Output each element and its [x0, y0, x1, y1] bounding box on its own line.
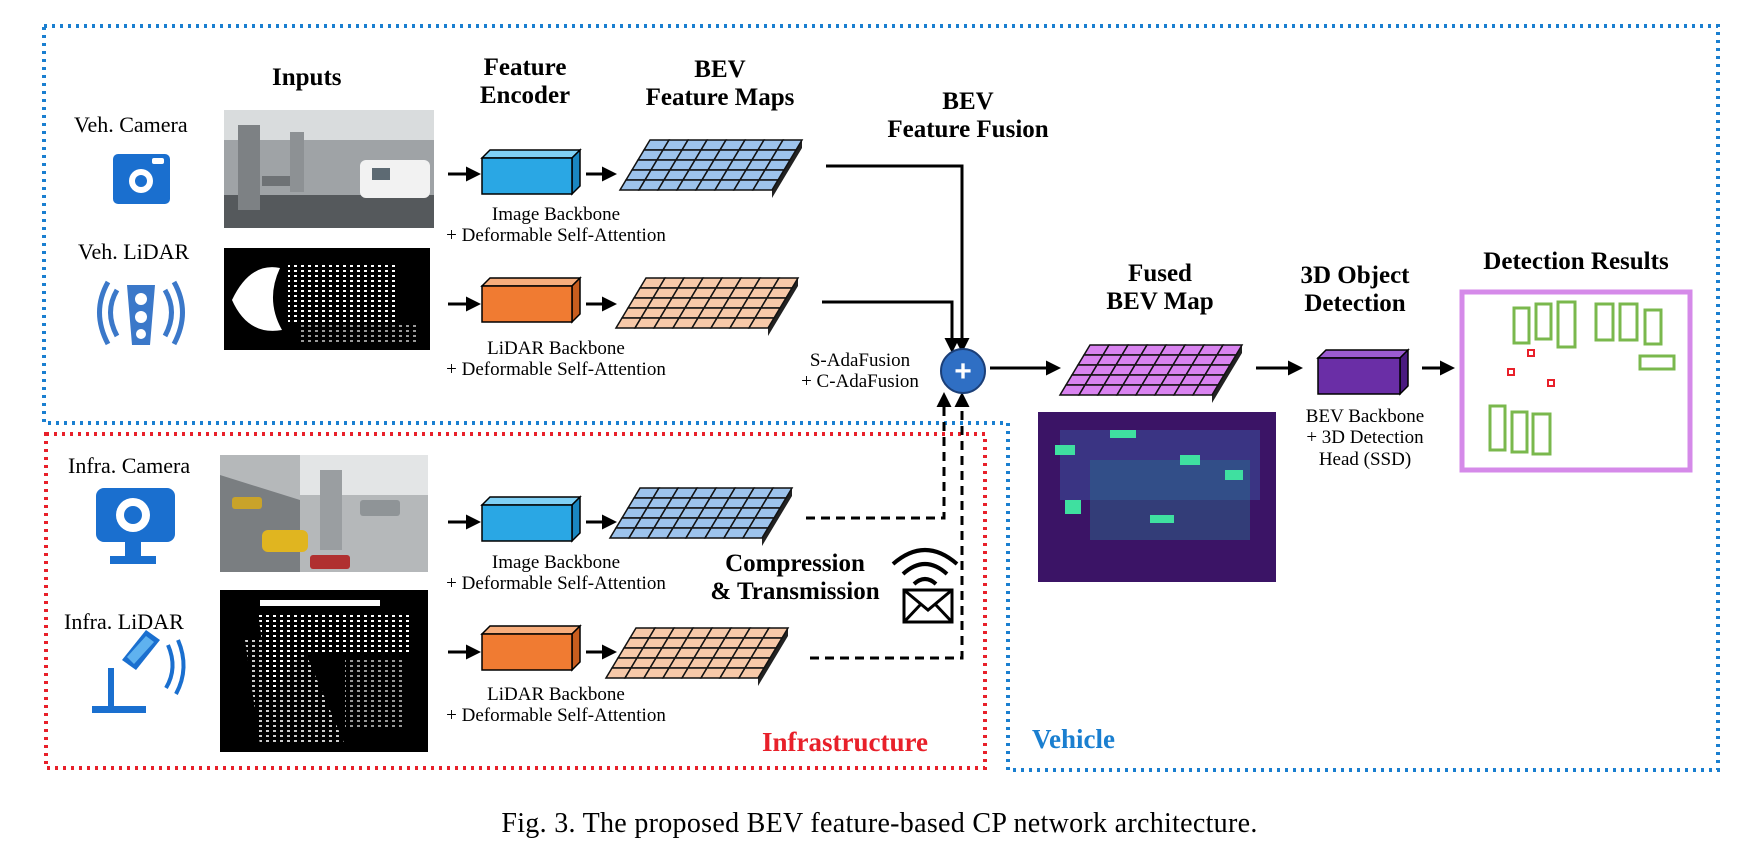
- infra-camera-label: Infra. Camera: [68, 453, 191, 478]
- veh-lidar-label: Veh. LiDAR: [78, 239, 190, 264]
- infra-lidar-label: Infra. LiDAR: [64, 609, 184, 634]
- compression-transmission-label: Compression& Transmission: [710, 550, 880, 605]
- infrastructure-region-label: Infrastructure: [762, 727, 928, 757]
- fusion-operator: +: [954, 355, 972, 388]
- vehicle-region-label: Vehicle: [1032, 724, 1115, 754]
- fused-bev-grid: [1058, 344, 1244, 403]
- infra-lidar-image: [220, 590, 428, 752]
- input-arrows: [448, 166, 617, 660]
- veh-camera-image: [224, 110, 434, 228]
- envelope-icon: [902, 588, 954, 624]
- fusion-node: +: [940, 348, 986, 394]
- wireless-transmission-icon: [891, 548, 959, 586]
- veh-image-encoder-block: [480, 148, 582, 196]
- bev-grid-edge: [762, 488, 792, 546]
- infra-lidar-encoder-block: [480, 624, 582, 672]
- infra-camera-icon: [96, 488, 175, 564]
- infra-image-encoder-block: [480, 495, 582, 543]
- infrastructure-region-border: [44, 432, 987, 770]
- infra-lidar-bev-grid: [604, 627, 790, 686]
- veh-lidar-encoder-block: [480, 276, 582, 324]
- infra-image-bev-grid: [608, 487, 794, 546]
- fusion-arrows: [806, 164, 1455, 660]
- veh-image-bev-grid: [618, 139, 804, 198]
- veh-image-encoder-label: Image Backbone+ Deformable Self-Attentio…: [446, 204, 666, 247]
- bev-grid-cell: [1191, 384, 1220, 396]
- bev-grid-cell: [747, 317, 776, 329]
- detection-head-block: [1316, 348, 1410, 396]
- bev-grid-edge: [758, 628, 788, 686]
- bev-grid-cell: [741, 527, 770, 539]
- veh-lidar-encoder-label: LiDAR Backbone+ Deformable Self-Attentio…: [446, 338, 666, 381]
- veh-lidar-bev-grid: [614, 277, 800, 336]
- infra-lidar-icon: [92, 630, 186, 713]
- infra-lidar-encoder-label: LiDAR Backbone+ Deformable Self-Attentio…: [446, 684, 666, 727]
- bev-grid-cell: [737, 667, 766, 679]
- bev-grid-cell: [751, 179, 780, 191]
- infra-image-encoder-label: Image Backbone+ Deformable Self-Attentio…: [446, 552, 666, 595]
- detection-results-panel: [1459, 289, 1693, 473]
- fused-bev-visualization: [1038, 412, 1276, 582]
- veh-camera-icon: [113, 154, 170, 204]
- fusion-methods-label: S-AdaFusion+ C-AdaFusion: [801, 350, 919, 393]
- bev-grid-edge: [772, 140, 802, 198]
- bev-grid-edge: [1212, 345, 1242, 403]
- detection-results-header: Detection Results: [1483, 248, 1669, 275]
- veh-lidar-icon: [97, 280, 185, 346]
- veh-lidar-image: [224, 248, 430, 350]
- infra-camera-image: [220, 455, 428, 572]
- figure-caption: Fig. 3. The proposed BEV feature-based C…: [501, 808, 1258, 839]
- vehicle-region-border: [42, 24, 1720, 772]
- veh-camera-label: Veh. Camera: [74, 112, 188, 137]
- inputs-header: Inputs: [272, 64, 342, 91]
- bev-grid-edge: [768, 278, 798, 336]
